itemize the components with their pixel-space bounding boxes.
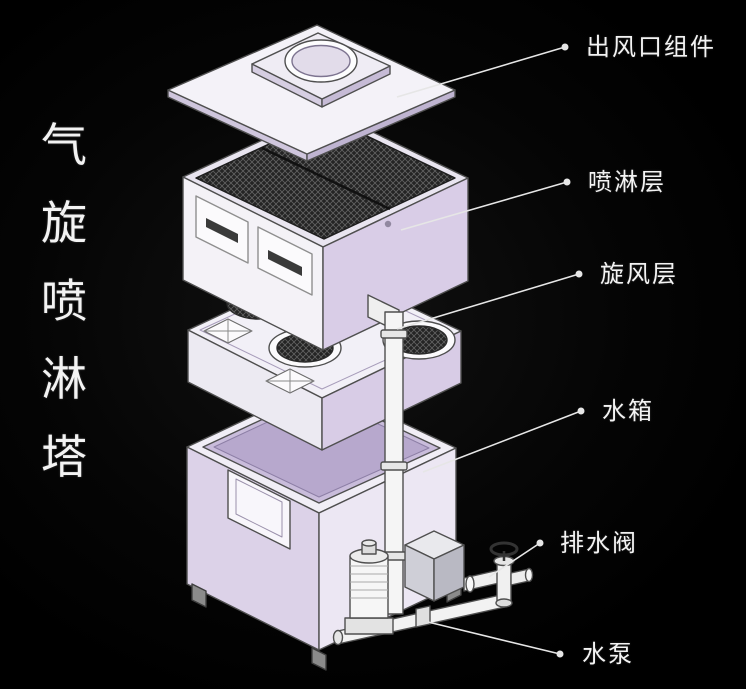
pipe-flange-1 — [380, 329, 408, 339]
title-char-3: 喷 — [41, 274, 87, 328]
leader-cyclone-layer — [396, 270, 583, 330]
spray-knob — [384, 220, 392, 228]
callout-drain-valve-label: 排水阀 — [560, 529, 638, 557]
pipe-flange-2 — [380, 461, 408, 471]
vertical-title: 气 旋 喷 淋 塔 — [36, 122, 92, 480]
callout-water-pump-label: 水泵 — [582, 640, 634, 668]
leader-air-outlet — [396, 43, 569, 98]
leader-water-pump — [427, 621, 564, 658]
valve-bottom-cap — [495, 598, 513, 608]
title-char-1: 气 — [41, 118, 87, 172]
callout-cyclone-layer-label: 旋风层 — [600, 260, 678, 288]
spray-vent-slot-1 — [206, 218, 238, 243]
leader-drain-valve — [488, 539, 544, 578]
valve-flange — [465, 575, 475, 593]
tank-foot-front — [311, 647, 327, 671]
valve-handwheel — [489, 541, 519, 557]
pump-motor-cap-top — [361, 539, 377, 547]
tank-foot-left — [191, 583, 207, 608]
callout-spray-layer-label: 喷淋层 — [588, 168, 666, 196]
leader-water-tank — [422, 407, 585, 473]
callout-water-tank-label: 水箱 — [602, 397, 654, 425]
leader-spray-layer — [400, 178, 571, 231]
pump-assembly — [332, 530, 506, 646]
pump-pipe-coupling — [415, 605, 431, 628]
spray-vent-slot-2 — [268, 250, 302, 276]
callout-air-outlet-label: 出风口组件 — [586, 33, 716, 61]
cyclone-flanges — [203, 318, 315, 394]
tank-access-panel — [227, 469, 291, 550]
title-char-4: 淋 — [41, 352, 87, 406]
spray-mesh-seam — [261, 146, 391, 211]
title-char-5: 塔 — [41, 430, 87, 484]
tank-access-panel-inner — [235, 478, 283, 538]
title-char-2: 旋 — [41, 196, 87, 250]
air-outlet-opening — [291, 44, 351, 78]
air-outlet-assembly-shape — [167, 24, 456, 162]
drain-valve-assembly — [463, 541, 534, 608]
pump-pipe-cap — [332, 629, 344, 646]
pump-motor-ribs — [350, 565, 388, 599]
valve-outlet-flange — [524, 567, 534, 583]
